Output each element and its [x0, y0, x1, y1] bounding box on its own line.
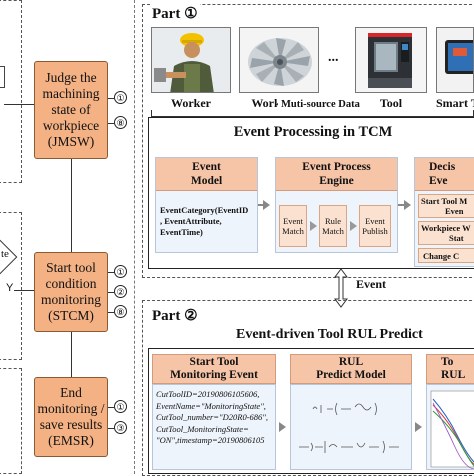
badge-1c: ① [114, 400, 127, 413]
start-tool-body: CutToolID=20190806105606, EventName="Mon… [152, 384, 276, 470]
arrow-start-rul [279, 422, 286, 432]
rul-plot-sketch [427, 385, 474, 470]
tool-image [355, 27, 427, 93]
badge-8: ⑧ [114, 116, 127, 129]
tool-caption: Tool [355, 96, 427, 111]
part2-label: Part ② [150, 306, 200, 325]
decision-change: Change C [418, 248, 474, 263]
left-top-frame [0, 0, 22, 183]
start-tool-head: Start Tool Monitoring Event [152, 354, 276, 384]
badge-2: ② [114, 285, 127, 298]
tool-rul-head: To RUL [426, 354, 474, 384]
smart-terminal-caption: Smart Te [436, 96, 474, 111]
workpiece-image [239, 27, 319, 93]
arrow-rul-right [415, 422, 422, 432]
arrow-model-engine [263, 200, 270, 210]
badge-1b: ① [114, 265, 127, 278]
part1-label: Part ① [150, 4, 200, 23]
event-label: Event [356, 277, 386, 292]
badge-8b: ⑧ [114, 305, 127, 318]
divider [134, 0, 135, 474]
arrow-engine-decision [404, 200, 411, 210]
rul-model-body [290, 384, 412, 470]
frag-te: te [1, 248, 9, 260]
connector-line [4, 104, 34, 105]
rul-model-head: RUL Predict Model [290, 354, 412, 384]
stcm-box: Start tool condition monitoring (STCM) [34, 252, 108, 332]
event-model-block: Event Model EventCategory(EventID , Even… [155, 157, 258, 253]
emsr-box: End monitoring / save results (EMSR) [34, 377, 108, 457]
more-sources: ... [328, 50, 339, 66]
part2-title: Event-driven Tool RUL Predict [236, 327, 423, 343]
badge-3: ③ [114, 421, 127, 434]
worker-image [151, 27, 231, 93]
worker-caption: Worker [151, 96, 231, 111]
rule-match-step: Rule Match [319, 205, 347, 247]
muti-source-label: Muti-source Data [278, 99, 363, 110]
muti-source-bracket [151, 110, 474, 117]
left-bottom-frame [0, 368, 22, 474]
event-match-step: Event Match [279, 205, 307, 247]
event-processing-title: Event Processing in TCM [148, 124, 474, 141]
decision-start-tool: Start Tool M Even [418, 194, 474, 218]
left-small-box [0, 66, 5, 88]
event-publish-step: Event Publish [359, 205, 391, 247]
jmsw-box: Judge the machining state of workpiece (… [34, 61, 108, 159]
tool-rul-body [426, 384, 474, 470]
formula-sketch [291, 385, 413, 471]
badge-1: ① [114, 91, 127, 104]
smart-terminal-image [436, 27, 474, 93]
decision-workpiece: Workpiece W Stat [418, 221, 474, 245]
frag-y: Y [6, 282, 13, 294]
